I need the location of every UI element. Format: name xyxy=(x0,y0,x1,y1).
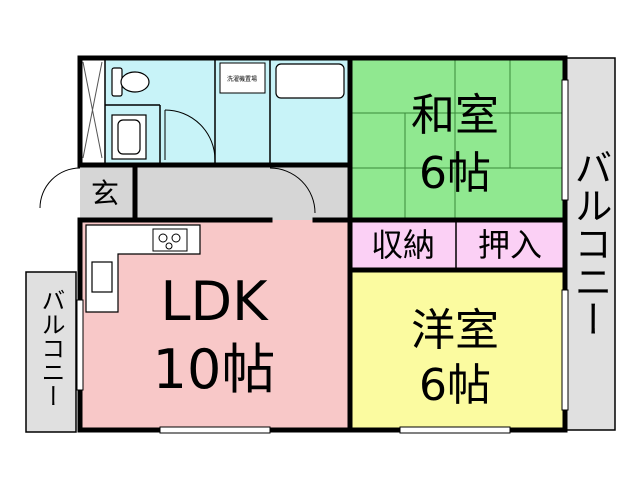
balcony-right xyxy=(564,57,616,431)
washitsu-name: 和室 xyxy=(411,90,499,141)
interior-thin-walls xyxy=(104,58,457,270)
door-arcs xyxy=(39,109,316,214)
ldk-room xyxy=(80,220,350,430)
balcony-right-label: バルコニー xyxy=(568,148,612,338)
laundry-label: 洗濯機置場 xyxy=(227,75,257,83)
windows xyxy=(76,79,569,434)
entrance-hall xyxy=(80,165,350,220)
stove-icon xyxy=(152,228,188,252)
genkan-label: 玄 xyxy=(91,177,119,210)
youshitsu-room xyxy=(350,270,565,430)
tatami-lines xyxy=(350,58,565,220)
ldk-name: LDK xyxy=(160,270,269,333)
youshitsu-name: 洋室 xyxy=(411,305,499,356)
washitsu-size: 6帖 xyxy=(419,148,491,199)
bathtub xyxy=(275,63,345,99)
shoe-closet-x xyxy=(82,61,103,159)
laundry-space xyxy=(219,62,266,94)
shuunou-label: 収納 xyxy=(371,226,435,264)
washitsu-room xyxy=(350,58,565,220)
closet-oshiire xyxy=(456,220,565,270)
toilet xyxy=(111,67,150,97)
youshitsu-size: 6帖 xyxy=(419,360,491,411)
balcony-left-label: バルコニー xyxy=(37,288,65,408)
balcony-left xyxy=(25,271,77,433)
closet-shuunou xyxy=(350,220,456,270)
oshiire-label: 押入 xyxy=(478,226,542,264)
ldk-size: 10帖 xyxy=(153,338,276,401)
washbasin xyxy=(111,114,147,160)
